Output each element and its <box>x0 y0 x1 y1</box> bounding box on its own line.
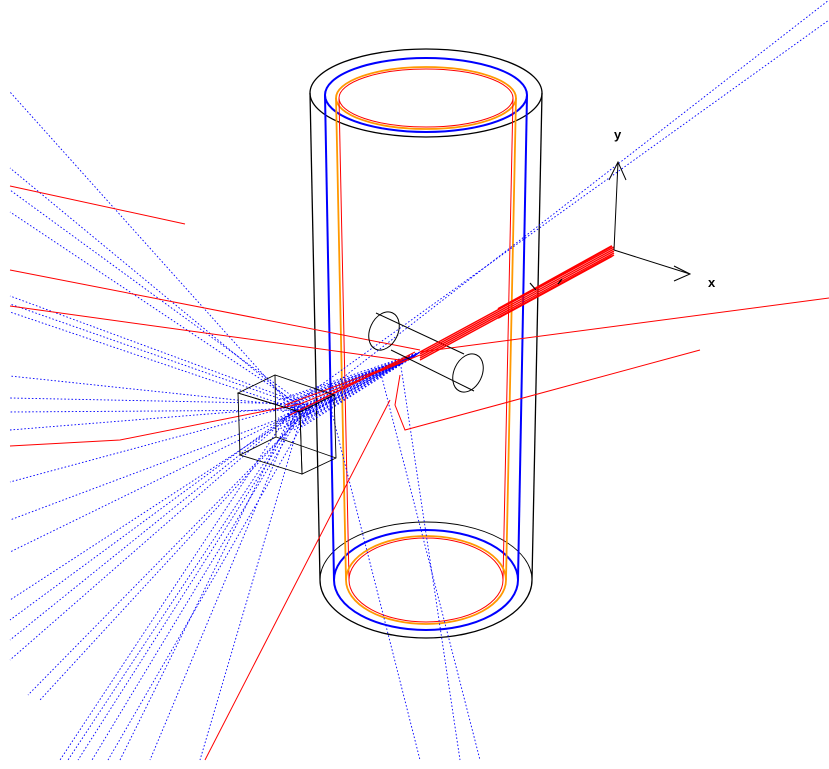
x-axis-line <box>613 249 691 275</box>
x-axis-label: x <box>708 275 716 290</box>
neutral-track <box>9 397 308 405</box>
charged-tracks <box>9 185 829 761</box>
neutral-track <box>59 403 296 761</box>
charged-track <box>9 305 401 361</box>
neutral-track <box>281 356 414 422</box>
neutral-track <box>399 359 461 761</box>
neutral-track <box>9 403 300 483</box>
charged-track <box>284 357 413 406</box>
y-axis-label: y <box>614 127 622 142</box>
charged-track <box>9 269 421 351</box>
neutral-track <box>119 406 296 761</box>
neutral-track <box>277 356 414 419</box>
neutral-track <box>9 167 300 408</box>
neutral-tracks <box>9 0 829 761</box>
neutral-track <box>289 357 413 428</box>
neutral-track <box>329 404 421 761</box>
blue-shell <box>324 57 528 631</box>
neutral-track <box>339 0 829 381</box>
neutral-track <box>9 303 296 405</box>
neutral-track <box>289 353 418 431</box>
neutral-track <box>281 355 415 401</box>
coordinate-axes <box>608 160 692 282</box>
neutral-track <box>39 409 308 701</box>
neutral-track <box>199 409 304 761</box>
x-axis-arrow-icon <box>673 265 692 282</box>
charged-track <box>394 349 701 431</box>
charged-track <box>419 297 829 353</box>
beam-marker <box>529 278 563 291</box>
neutral-track <box>9 403 312 601</box>
neutral-track <box>299 19 829 401</box>
charged-track <box>9 354 421 447</box>
neutral-track <box>281 354 417 413</box>
neutral-track <box>9 375 304 408</box>
neutral-track <box>379 369 481 761</box>
incoming-beam <box>419 245 615 361</box>
neutral-track <box>107 409 312 761</box>
neutral-track <box>9 189 304 405</box>
neutral-track <box>9 409 296 621</box>
neutral-track <box>9 406 300 641</box>
neutral-track <box>27 406 312 696</box>
neutral-track <box>281 351 420 404</box>
neutral-track <box>9 403 304 661</box>
neutral-track <box>67 409 300 761</box>
orange-red-shell <box>335 66 517 625</box>
neutral-track <box>293 357 413 431</box>
neutral-track <box>285 357 413 425</box>
neutral-track <box>149 403 300 761</box>
y-axis-arrow-icon <box>608 160 627 181</box>
neutral-track <box>9 406 296 431</box>
neutral-track <box>277 355 416 431</box>
neutral-track <box>9 406 308 553</box>
neutral-track <box>9 311 300 411</box>
charged-track <box>9 185 186 225</box>
y-axis-line <box>613 161 619 251</box>
charged-track <box>204 399 391 761</box>
neutral-track <box>301 356 414 416</box>
neutral-track <box>277 351 421 401</box>
neutral-track <box>9 91 296 411</box>
neutral-track <box>9 295 312 408</box>
detector-box <box>236 374 337 475</box>
charged-track <box>289 351 416 416</box>
outer-cylinder <box>309 48 543 639</box>
neutral-track <box>91 403 308 761</box>
target-cylinder <box>368 311 484 393</box>
